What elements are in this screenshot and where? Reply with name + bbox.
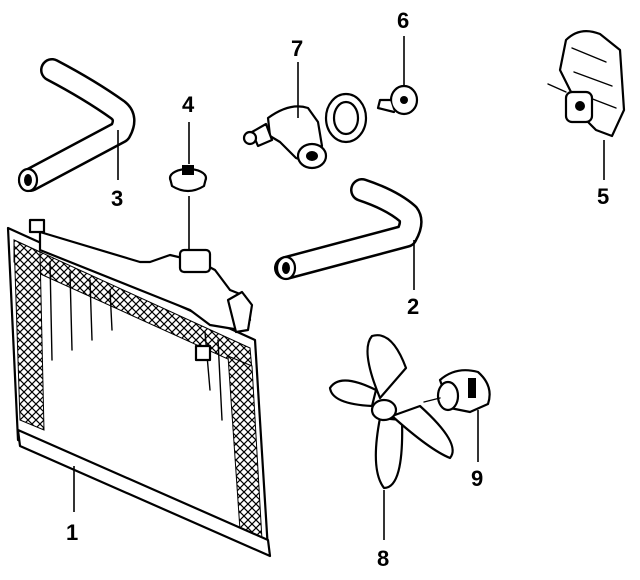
thermostat: [376, 84, 419, 116]
radiator-cap: [168, 165, 208, 193]
callout-5: 5: [597, 184, 609, 209]
leader-lines: [73, 36, 605, 540]
radiator: [6, 218, 272, 558]
callout-3: 3: [111, 186, 123, 211]
callout-2: 2: [407, 294, 419, 319]
thermostat-housing: [242, 105, 328, 170]
callout-6: 6: [397, 8, 409, 33]
thermostat-gasket: [324, 92, 368, 144]
callout-9: 9: [471, 466, 483, 491]
callout-4: 4: [182, 92, 195, 117]
callout-1: 1: [66, 520, 78, 545]
radiator-hose-lower: [274, 178, 423, 281]
callout-8: 8: [377, 546, 389, 571]
callout-7: 7: [291, 36, 303, 61]
fan-blade: [328, 334, 454, 490]
callout-numbers: 1 2 3 4 5 6 7 8 9: [66, 8, 609, 571]
fan-motor: [423, 369, 491, 414]
water-pump: [547, 29, 626, 138]
radiator-hose-upper: [17, 58, 136, 193]
